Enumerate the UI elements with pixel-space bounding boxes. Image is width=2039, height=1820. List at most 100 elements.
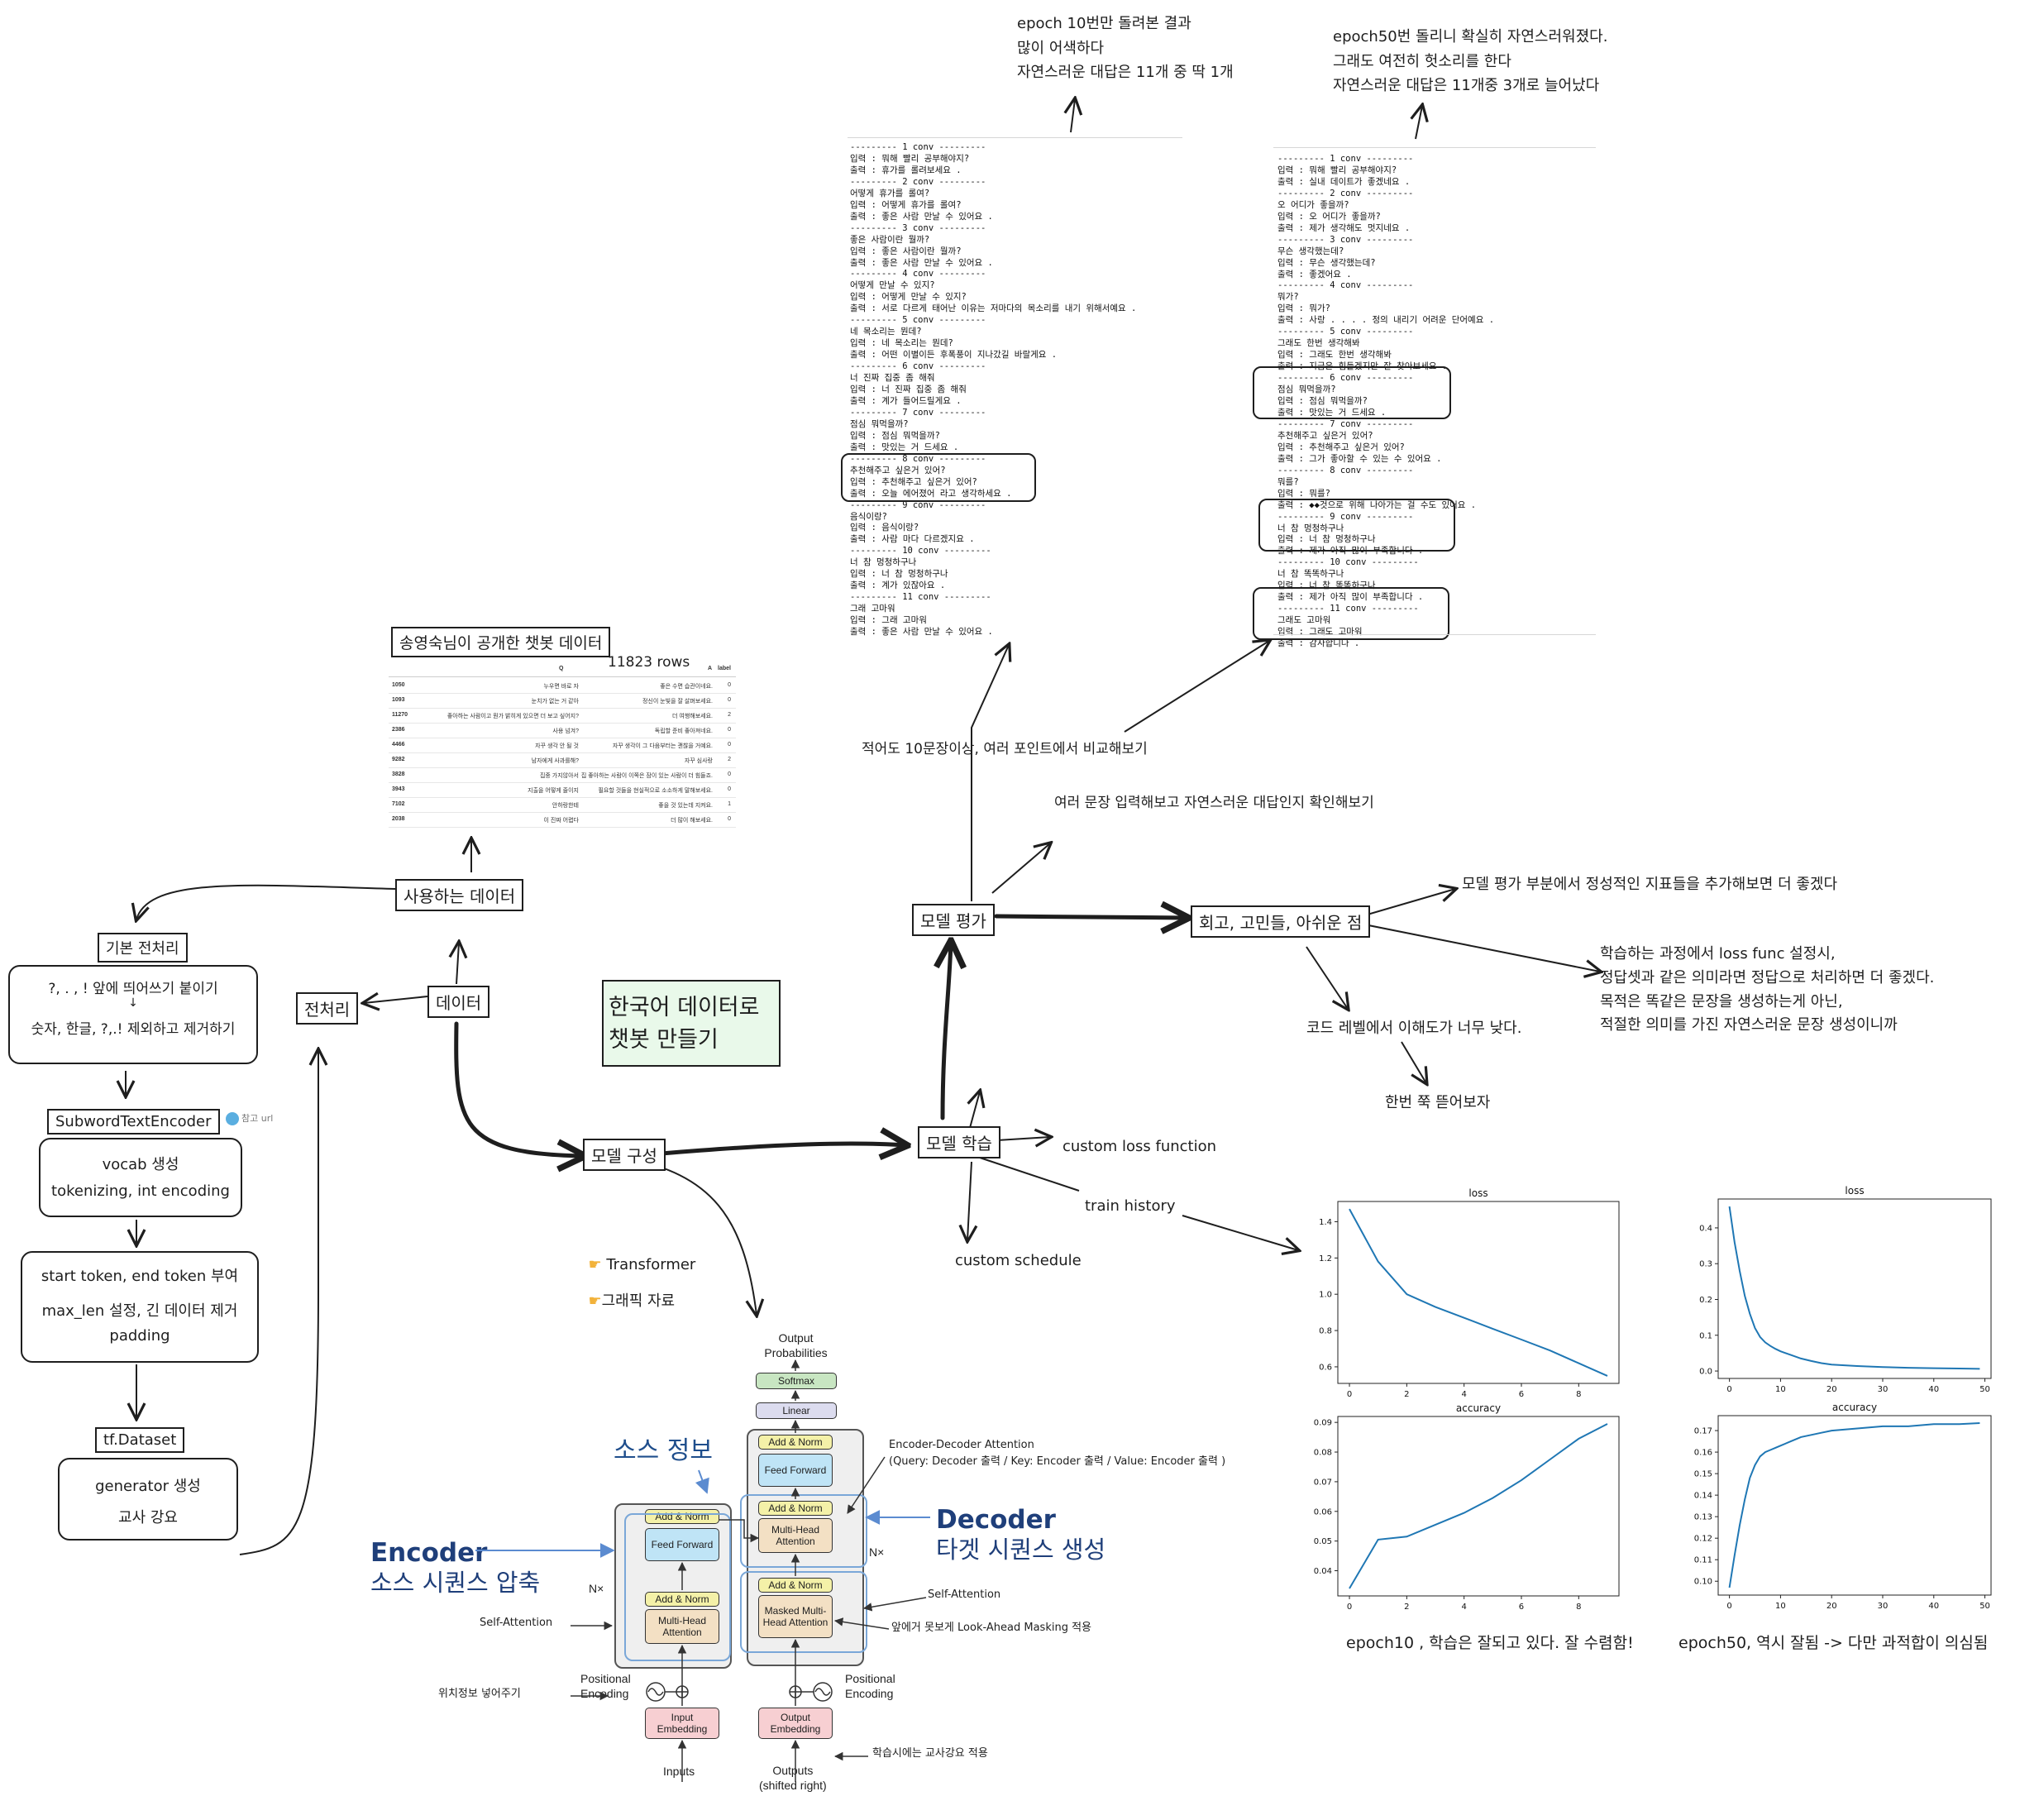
y-tick-label: 0.11 (1694, 1556, 1712, 1565)
epoch50-highlight-3 (1253, 587, 1449, 640)
x-tick-label: 30 (1878, 1602, 1889, 1611)
row-id: 3828 (392, 771, 405, 777)
decoder-label: Decoder (936, 1505, 1056, 1535)
decoder-nx-label: N× (869, 1545, 885, 1559)
y-tick-label: 0.12 (1694, 1535, 1712, 1544)
epoch50-conversation-log: --------- 1 conv --------- 입력 : 뭐해 빨리 공부… (1277, 154, 1495, 649)
source-info-label: 소스 정보 (614, 1436, 713, 1465)
row-label: 0 (728, 742, 731, 748)
link-icon[interactable] (226, 1112, 239, 1125)
y-tick-label: 0.1 (1699, 1331, 1712, 1340)
decoder-positional-label: Positional Encoding (845, 1672, 895, 1700)
epoch50-note: epoch50번 돌리니 확실히 자연스러워졌다. 그래도 여전히 헛소리를 한… (1333, 28, 1608, 95)
x-tick-label: 30 (1878, 1385, 1889, 1394)
col-label: label (718, 666, 731, 671)
x-tick-label: 40 (1928, 1385, 1939, 1394)
positional-info-note: 위치정보 넣어주기 (438, 1688, 521, 1700)
y-tick-label: 1.0 (1319, 1291, 1332, 1300)
transformer-link[interactable]: ☛ Transformer (579, 1235, 695, 1276)
output-embedding-block: Output Embedding (758, 1708, 833, 1739)
row-question: 좋아하는 사람이고 뭔가 밝히게 있으면 더 보고 싶어지? (446, 714, 579, 719)
token-step-2: max_len 설정, 긴 데이터 제거 (41, 1302, 238, 1320)
row-label: 0 (728, 727, 731, 733)
row-id: 7102 (392, 801, 405, 807)
subword-step-1: vocab 생성 (102, 1156, 179, 1173)
row-question: 이 진짜 어렵다 (543, 818, 579, 824)
ref-url-link[interactable]: 참고 url (241, 1113, 274, 1124)
x-tick-label: 4 (1461, 1390, 1466, 1399)
chart-line-series (1728, 1206, 1980, 1370)
token-steps: start token, end token 부여 max_len 설정, 긴 … (21, 1251, 259, 1363)
decoder-addnorm-2: Add & Norm (758, 1501, 833, 1516)
row-id: 9282 (392, 757, 405, 762)
encoder-highlight (624, 1513, 731, 1661)
y-tick-label: 0.07 (1314, 1478, 1332, 1487)
softmax-block: Softmax (756, 1373, 837, 1389)
encoder-nx-label: N× (589, 1582, 604, 1595)
down-arrow-icon: ↓ (128, 996, 138, 1010)
caption-epoch50: epoch50, 역시 잘됨 -> 다만 과적합이 의심됨 (1678, 1634, 1989, 1652)
note-metrics: 모델 평가 부분에서 정성적인 지표들을 추가해보면 더 좋겠다 (1462, 876, 1838, 893)
chart-frame (1337, 1201, 1620, 1384)
graphic-link[interactable]: ☛그래픽 자료 (579, 1272, 675, 1312)
y-tick-label: 0.06 (1314, 1507, 1332, 1517)
chart-line-series (1349, 1423, 1608, 1589)
row-question: 남자에게 사과를해? (531, 758, 579, 764)
row-id: 11270 (392, 712, 408, 718)
x-tick-label: 2 (1404, 1603, 1409, 1612)
decoder-multihead-attention: Multi-Head Attention (758, 1518, 833, 1553)
node-model-build: 모델 구성 (583, 1139, 666, 1171)
node-model-eval: 모델 평가 (912, 904, 995, 936)
tf-step-2: 교사 강요 (118, 1509, 178, 1526)
x-tick-label: 10 (1775, 1385, 1786, 1394)
row-answer: 더 여행해보세요. (672, 714, 713, 719)
node-data: 데이터 (427, 986, 490, 1018)
note-eval-points: 적어도 10문장이상, 여러 포인트에서 비교해보기 (862, 741, 1148, 757)
chart-title: accuracy (1456, 1402, 1501, 1414)
epoch10-conversation-log: --------- 1 conv --------- 입력 : 뭐해 빨리 공부… (850, 142, 1137, 638)
y-tick-label: 0.4 (1699, 1224, 1712, 1233)
y-tick-label: 0.17 (1694, 1427, 1712, 1436)
epoch10-note: epoch 10번만 돌려본 결과 많이 어색하다 자연스러운 대답은 11개 … (1017, 15, 1234, 82)
dataset-title: 송영숙님이 공개한 챗봇 데이터 (391, 627, 611, 657)
node-model-train: 모델 학습 (918, 1126, 1000, 1158)
x-tick-label: 50 (1979, 1602, 1990, 1611)
basic-step-1: ?, . , ! 앞에 띄어쓰기 붙이기 (48, 981, 218, 997)
col-q: Q (559, 666, 564, 671)
row-id: 4466 (392, 742, 405, 748)
row-question: 누우면 바로 자 (543, 684, 579, 690)
row-label: 2 (728, 712, 731, 718)
x-tick-label: 8 (1576, 1390, 1581, 1399)
row-answer: 필요할 것들을 현실적으로 소소하게 말해보세요. (598, 788, 713, 794)
x-tick-label: 4 (1461, 1603, 1466, 1612)
row-question: 자꾸 생각 안 될 것 (535, 743, 579, 749)
y-tick-label: 0.3 (1699, 1260, 1712, 1269)
row-question: 지출을 어떻게 줄이지 (528, 788, 579, 794)
epoch50-highlight-2 (1258, 499, 1455, 552)
row-id: 2038 (392, 816, 405, 822)
row-label: 0 (728, 816, 731, 822)
y-tick-label: 0.15 (1694, 1470, 1712, 1479)
row-answer: 좋은 수면 습관이네요. (660, 684, 713, 690)
basic-preprocess-steps: ?, . , ! 앞에 띄어쓰기 붙이기 ↓ 숫자, 한글, ?,.! 제외하고… (8, 965, 258, 1064)
row-answer: 집 좋아하는 사람이 이쪽은 잠이 있는 사람이 더 힘들죠. (580, 773, 713, 779)
chart-line-series (1728, 1422, 1980, 1588)
node-basic-preprocess: 기본 전처리 (98, 933, 188, 963)
row-label: 1 (728, 801, 731, 807)
y-tick-label: 0.2 (1699, 1296, 1712, 1305)
y-tick-label: 1.2 (1319, 1254, 1332, 1263)
note-dig-in: 한번 쭉 뜯어보자 (1385, 1094, 1491, 1111)
pointing-hand-icon: ☛ (588, 1256, 602, 1274)
x-tick-label: 20 (1827, 1602, 1837, 1611)
col-a: A (708, 666, 713, 671)
y-tick-label: 0.8 (1319, 1327, 1332, 1336)
node-tf-dataset: tf.Dataset (95, 1427, 185, 1453)
